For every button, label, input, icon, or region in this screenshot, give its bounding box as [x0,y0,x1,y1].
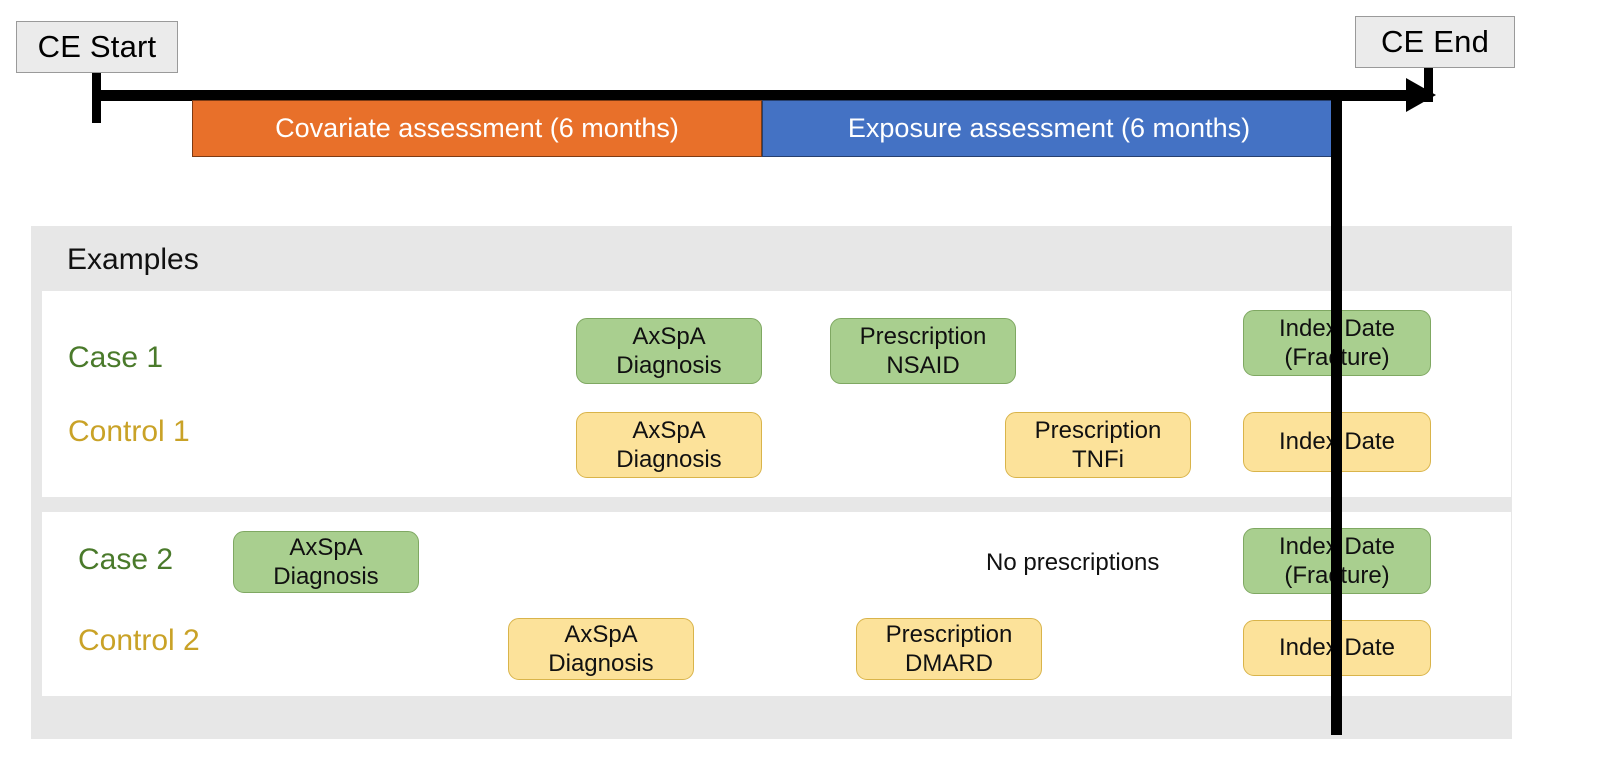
row-label-case-2: Case 2 [78,543,174,576]
event-line-2: TNFi [1072,446,1124,473]
event-line-1: Prescription [885,620,1013,648]
event-line-1: AxSpA [564,620,638,648]
event-box-control2-prescription: Prescription DMARD [856,618,1042,680]
exposure-assessment-bar: Exposure assessment (6 months) [762,100,1336,157]
ce-end-label: CE End [1355,16,1515,68]
event-line-2: DMARD [905,650,993,677]
event-box-case1-diagnosis: AxSpA Diagnosis [576,318,762,384]
examples-title: Examples [67,243,199,276]
event-box-case2-diagnosis: AxSpA Diagnosis [233,531,419,593]
ce-start-label: CE Start [16,21,178,73]
index-date-vertical-line [1331,90,1342,735]
event-line-1: AxSpA [289,533,363,561]
event-line-1: AxSpA [632,416,706,444]
event-line-1: AxSpA [632,322,706,350]
row-label-control-1: Control 1 [68,415,190,448]
event-line-2: Diagnosis [616,352,722,379]
event-line-2: NSAID [886,352,960,379]
event-box-control1-prescription: Prescription TNFi [1005,412,1191,478]
event-box-case1-prescription: Prescription NSAID [830,318,1016,384]
event-box-control2-diagnosis: AxSpA Diagnosis [508,618,694,680]
row-label-case-1: Case 1 [68,341,164,374]
event-line-1: Prescription [1034,416,1162,444]
event-box-control1-diagnosis: AxSpA Diagnosis [576,412,762,478]
event-line-2: Diagnosis [548,650,654,677]
event-line-2: Diagnosis [273,563,379,590]
timeline-axis [92,90,1433,101]
event-line-1: Prescription [859,322,987,350]
case2-no-prescriptions-note: No prescriptions [986,549,1160,576]
covariate-assessment-bar: Covariate assessment (6 months) [192,100,762,157]
row-label-control-2: Control 2 [78,624,200,657]
event-line-2: Diagnosis [616,446,722,473]
ce-end-tick [1424,67,1433,102]
